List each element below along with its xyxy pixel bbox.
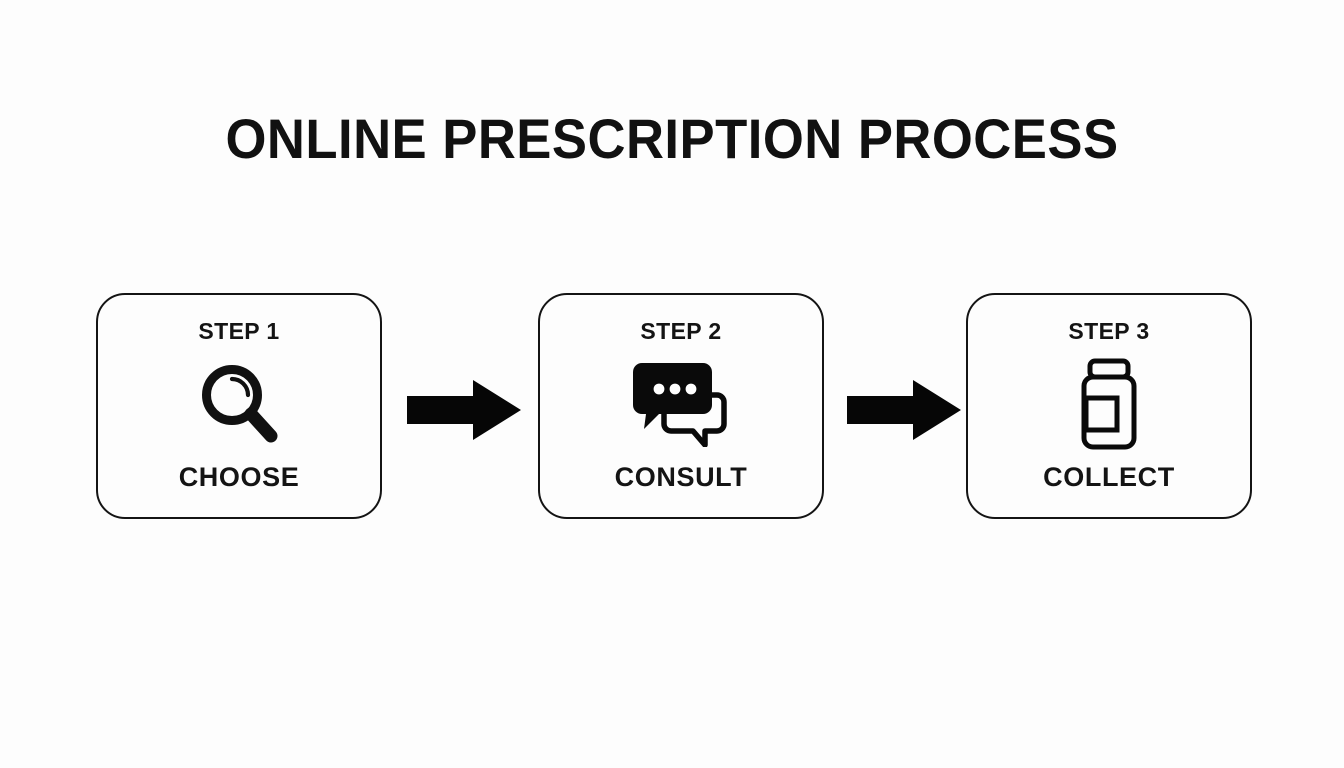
flow-arrow-1	[407, 378, 521, 442]
step-card-2[interactable]: STEP 2 CONSULT	[538, 293, 824, 519]
step-1-heading: STEP 1	[198, 318, 280, 344]
step-2-label: CONSULT	[614, 462, 748, 492]
arrow-right-icon	[847, 378, 961, 442]
arrow-right-icon	[407, 378, 521, 442]
magnifying-glass-icon	[189, 354, 289, 454]
step-2-icon-slot	[540, 343, 822, 464]
step-3-heading: STEP 3	[1068, 318, 1150, 344]
step-1-label: CHOOSE	[178, 462, 300, 492]
process-flow: STEP 1 CHOOSE STEP 2	[96, 293, 1256, 523]
step-3-label: COLLECT	[1043, 462, 1175, 492]
step-card-1[interactable]: STEP 1 CHOOSE	[96, 293, 382, 519]
step-1-icon-slot	[98, 343, 380, 464]
flow-arrow-2	[847, 378, 961, 442]
step-3-icon-slot	[968, 343, 1250, 464]
page-title: ONLINE PRESCRIPTION PROCESS	[225, 107, 1119, 170]
chat-bubbles-icon	[633, 361, 729, 447]
step-card-3[interactable]: STEP 3 COLLECT	[966, 293, 1252, 519]
pill-bottle-icon	[1077, 358, 1141, 450]
step-2-heading: STEP 2	[640, 318, 722, 344]
